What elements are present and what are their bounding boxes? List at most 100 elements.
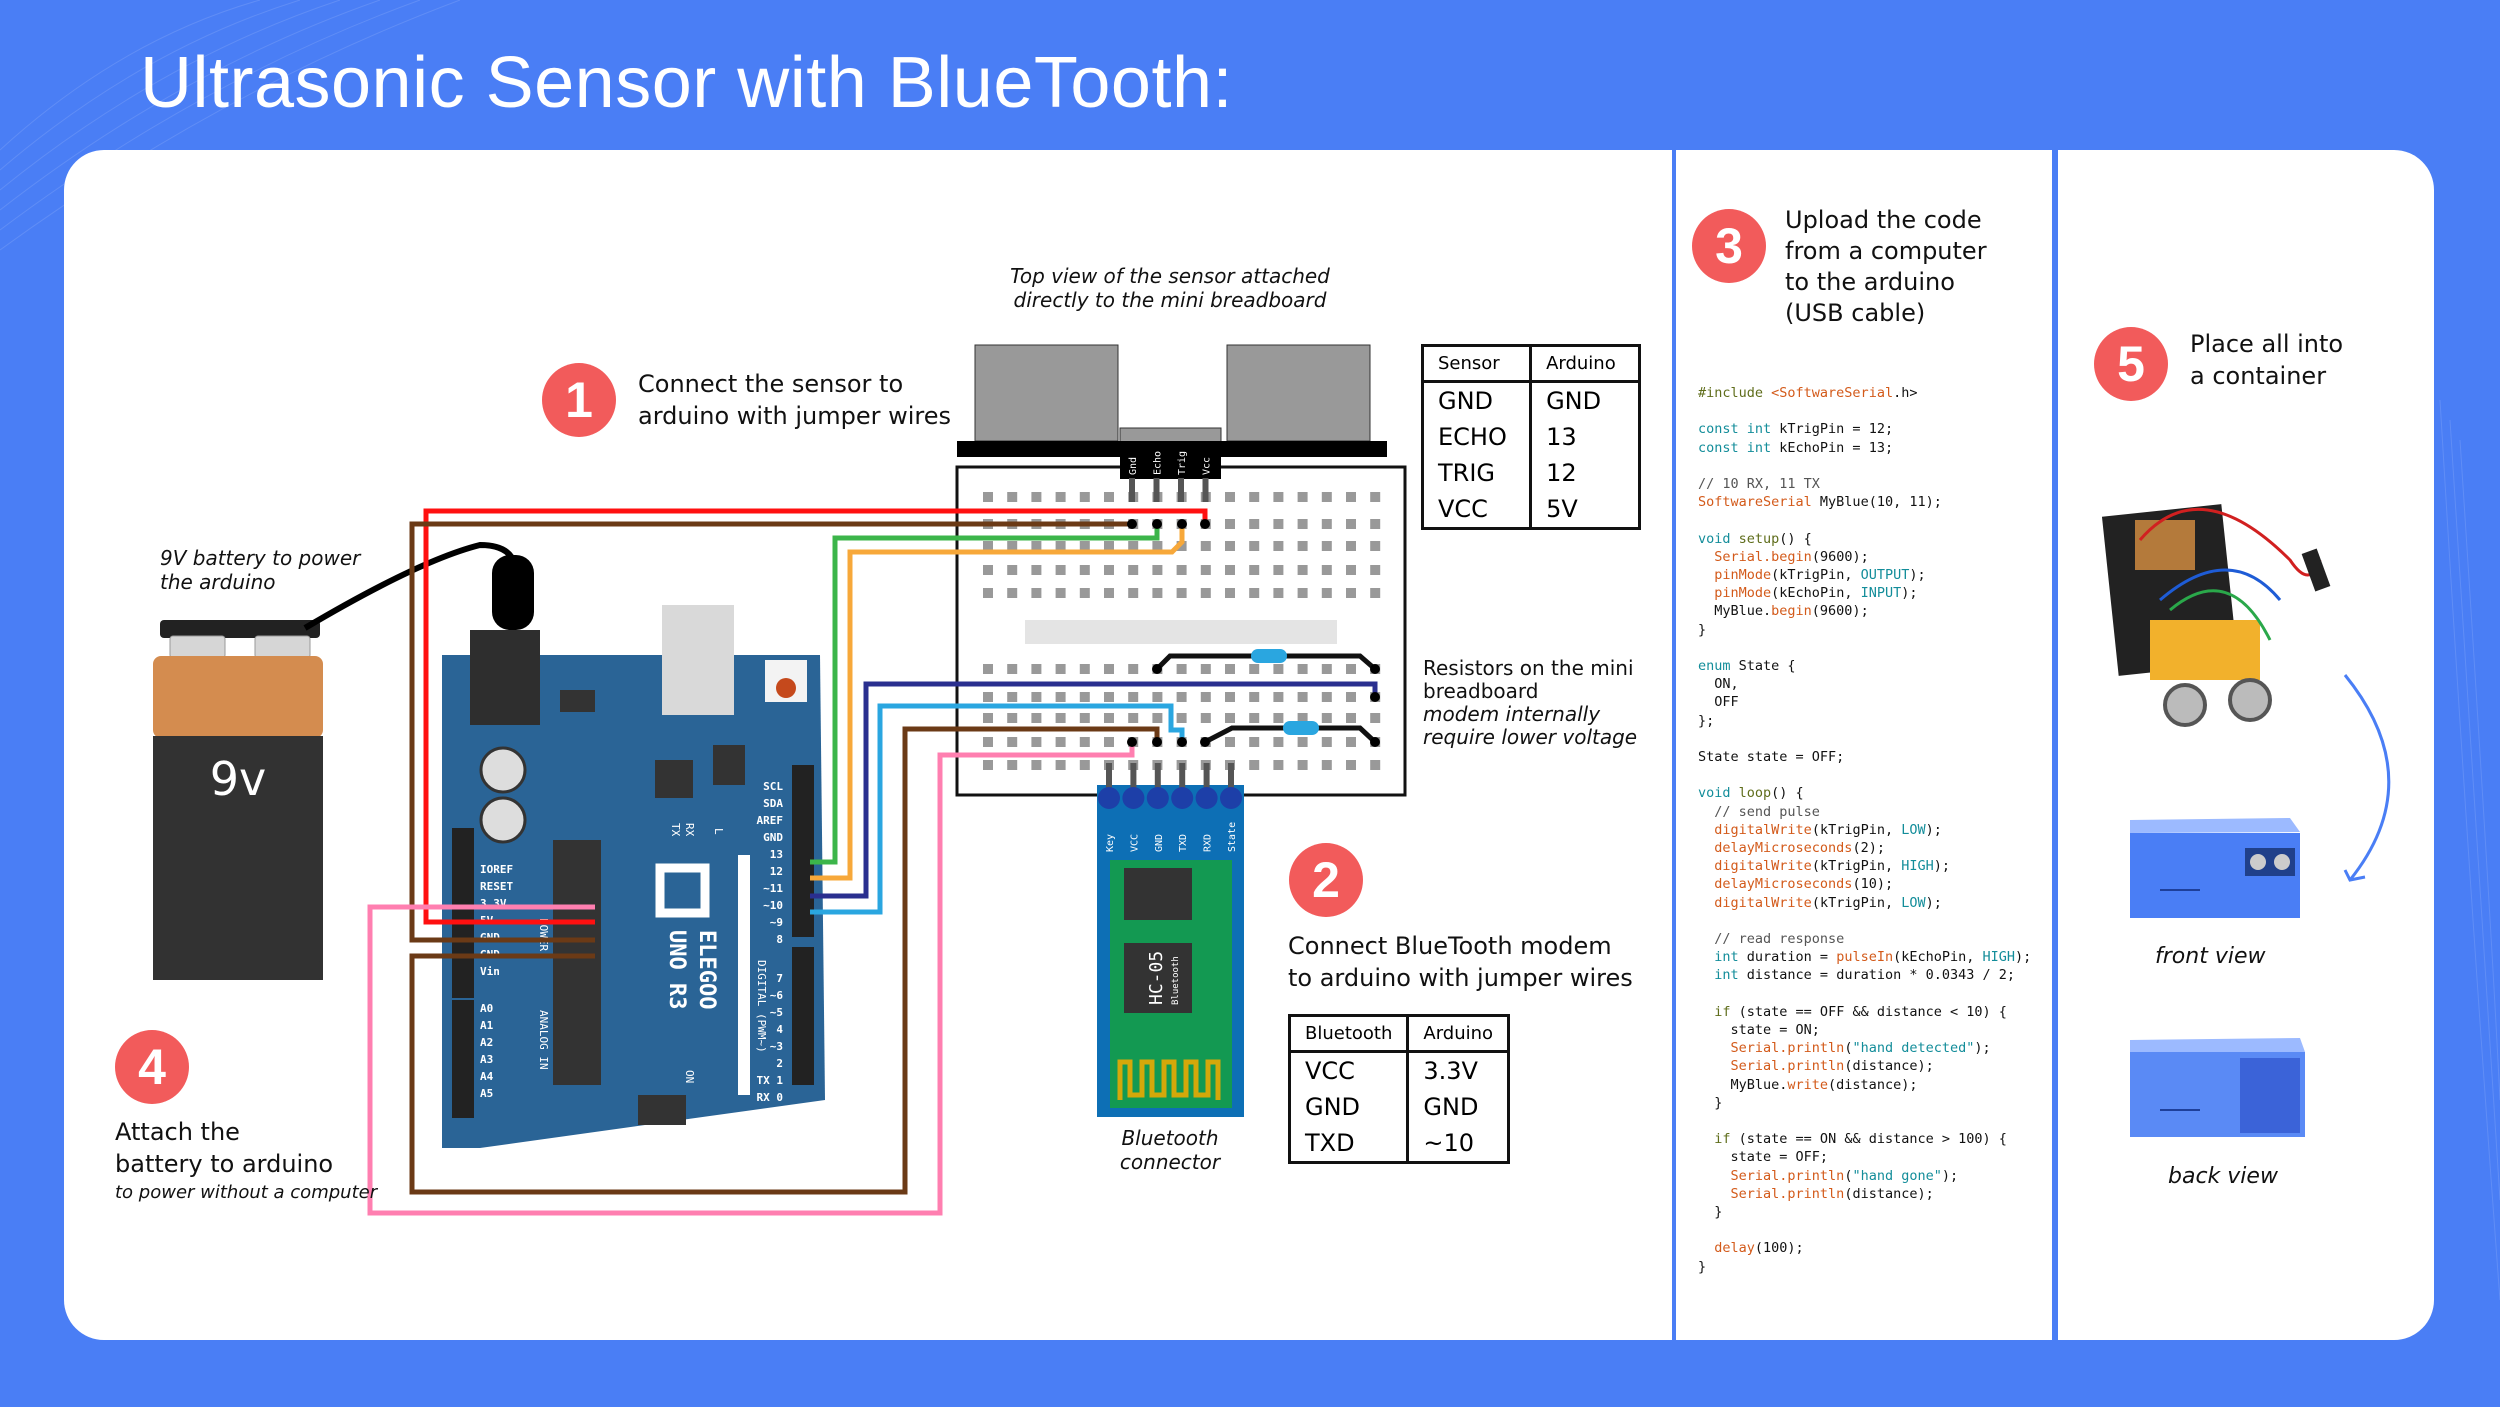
pin-label: A5 bbox=[480, 1087, 493, 1100]
breadboard-hole bbox=[1055, 588, 1066, 598]
breadboard-hole bbox=[1346, 692, 1356, 702]
code-line: pinMode(kEchoPin, INPUT); bbox=[1714, 585, 1918, 602]
step-4-badge: 4 bbox=[115, 1030, 189, 1104]
breadboard-hole bbox=[1007, 664, 1018, 674]
breadboard-hole bbox=[1346, 737, 1356, 747]
breadboard-hole bbox=[1152, 713, 1163, 723]
breadboard-hole bbox=[1104, 541, 1114, 551]
breadboard-hole bbox=[1055, 492, 1066, 502]
bt-pin-pad bbox=[1122, 787, 1145, 809]
breadboard-hole bbox=[1370, 760, 1381, 770]
breadboard-hole bbox=[1200, 588, 1211, 598]
code-line: state = OFF; bbox=[1698, 1149, 1829, 1166]
breadboard-hole bbox=[1055, 760, 1066, 770]
code-line: Serial.println(distance); bbox=[1730, 1185, 1934, 1202]
breadboard-hole bbox=[1297, 519, 1308, 529]
code-line: Serial.println("hand gone"); bbox=[1730, 1167, 1959, 1184]
page-title: Ultrasonic Sensor with BlueTooth: bbox=[140, 43, 1234, 123]
breadboard-hole bbox=[1031, 737, 1042, 747]
breadboard-hole bbox=[1104, 664, 1114, 674]
breadboard-hole bbox=[1225, 565, 1235, 575]
breadboard-hole bbox=[1370, 519, 1381, 529]
breadboard-hole bbox=[1031, 588, 1042, 598]
bt-pin-label: TXD bbox=[1178, 834, 1189, 852]
step-3-text: Upload the code from a computer to the a… bbox=[1785, 205, 1987, 329]
breadboard-hole bbox=[1007, 737, 1018, 747]
step-4-line2: battery to arduino bbox=[115, 1150, 334, 1178]
wire-endpoint bbox=[1200, 737, 1210, 747]
breadboard-hole bbox=[1200, 565, 1211, 575]
bt-pin-pad bbox=[1220, 787, 1242, 809]
wire-endpoint bbox=[1152, 519, 1162, 529]
code-line: Serial.println("hand detected"); bbox=[1730, 1040, 1991, 1057]
sensor-pin bbox=[1202, 478, 1209, 502]
caption-line: Top view of the sensor attached bbox=[1010, 264, 1330, 288]
table-cell: VCC bbox=[1420, 491, 1533, 529]
pin-label: Vin bbox=[480, 965, 500, 978]
breadboard-hole bbox=[1031, 760, 1042, 770]
code-line: Serial.begin(9600); bbox=[1714, 548, 1869, 565]
pin-label: GND bbox=[763, 831, 783, 844]
pin-label: AREF bbox=[757, 814, 784, 827]
code-line: }; bbox=[1698, 712, 1715, 729]
breadboard-hole bbox=[1370, 713, 1381, 723]
breadboard-hole bbox=[1297, 713, 1308, 723]
table-cell: GND bbox=[1420, 381, 1533, 419]
breadboard-hole bbox=[1273, 692, 1284, 702]
bt-pin-pad bbox=[1146, 787, 1169, 809]
pin-label: A3 bbox=[480, 1053, 493, 1066]
table-header: Bluetooth bbox=[1287, 1014, 1410, 1053]
code-line: delayMicroseconds(10); bbox=[1714, 876, 1894, 893]
breadboard-hole bbox=[1321, 588, 1332, 598]
resistors-note: Resistors on the mini breadboard modem i… bbox=[1423, 657, 1637, 749]
container-front-view bbox=[2130, 818, 2300, 918]
wire-endpoint bbox=[1127, 737, 1137, 747]
breadboard-hole bbox=[983, 492, 993, 502]
breadboard-hole bbox=[1273, 588, 1284, 598]
breadboard-hole bbox=[1128, 541, 1139, 551]
wire-endpoint bbox=[1127, 519, 1137, 529]
code-line: void loop() { bbox=[1698, 785, 1804, 802]
breadboard-hole bbox=[1200, 713, 1211, 723]
bt-pin-pad bbox=[1171, 787, 1194, 809]
breadboard-hole bbox=[1346, 519, 1356, 529]
breadboard-hole bbox=[1346, 713, 1356, 723]
breadboard-hole bbox=[1055, 692, 1066, 702]
breadboard-hole bbox=[1152, 692, 1163, 702]
table-cell: 13 bbox=[1529, 419, 1641, 455]
breadboard-hole bbox=[1321, 519, 1332, 529]
breadboard-hole bbox=[1249, 737, 1260, 747]
breadboard-hole bbox=[1297, 664, 1308, 674]
step-2-text: Connect BlueTooth modem to arduino with … bbox=[1288, 930, 1633, 994]
bt-pin bbox=[1228, 763, 1234, 793]
resistor-2 bbox=[1203, 721, 1377, 745]
breadboard-hole bbox=[1079, 760, 1090, 770]
step-1-badge: 1 bbox=[542, 363, 616, 437]
code-line: // read response bbox=[1698, 930, 1845, 947]
breadboard-hole bbox=[1297, 541, 1308, 551]
breadboard-hole bbox=[1297, 565, 1308, 575]
elegoo-logo bbox=[655, 863, 710, 918]
code-line bbox=[1698, 1221, 2031, 1239]
breadboard-hole bbox=[1200, 664, 1211, 674]
resistors-line1: Resistors on the mini bbox=[1423, 656, 1634, 680]
breadboard-hole bbox=[1321, 760, 1332, 770]
breadboard-hole bbox=[1346, 541, 1356, 551]
breadboard-hole bbox=[983, 565, 993, 575]
bt-pin bbox=[1130, 763, 1137, 793]
wire-gnd-sensor bbox=[409, 521, 1132, 943]
pin-label: TX 1 bbox=[757, 1074, 784, 1087]
table-cell: GND bbox=[1406, 1089, 1511, 1125]
wire-endpoint bbox=[1152, 664, 1162, 674]
breadboard-hole bbox=[1321, 713, 1332, 723]
code-line: int distance = duration * 0.0343 / 2; bbox=[1714, 967, 2015, 984]
caption-line: the arduino bbox=[160, 570, 276, 594]
code-line: int duration = pulseIn(kEchoPin, HIGH); bbox=[1714, 949, 2032, 966]
wire-endpoint bbox=[1200, 519, 1210, 529]
